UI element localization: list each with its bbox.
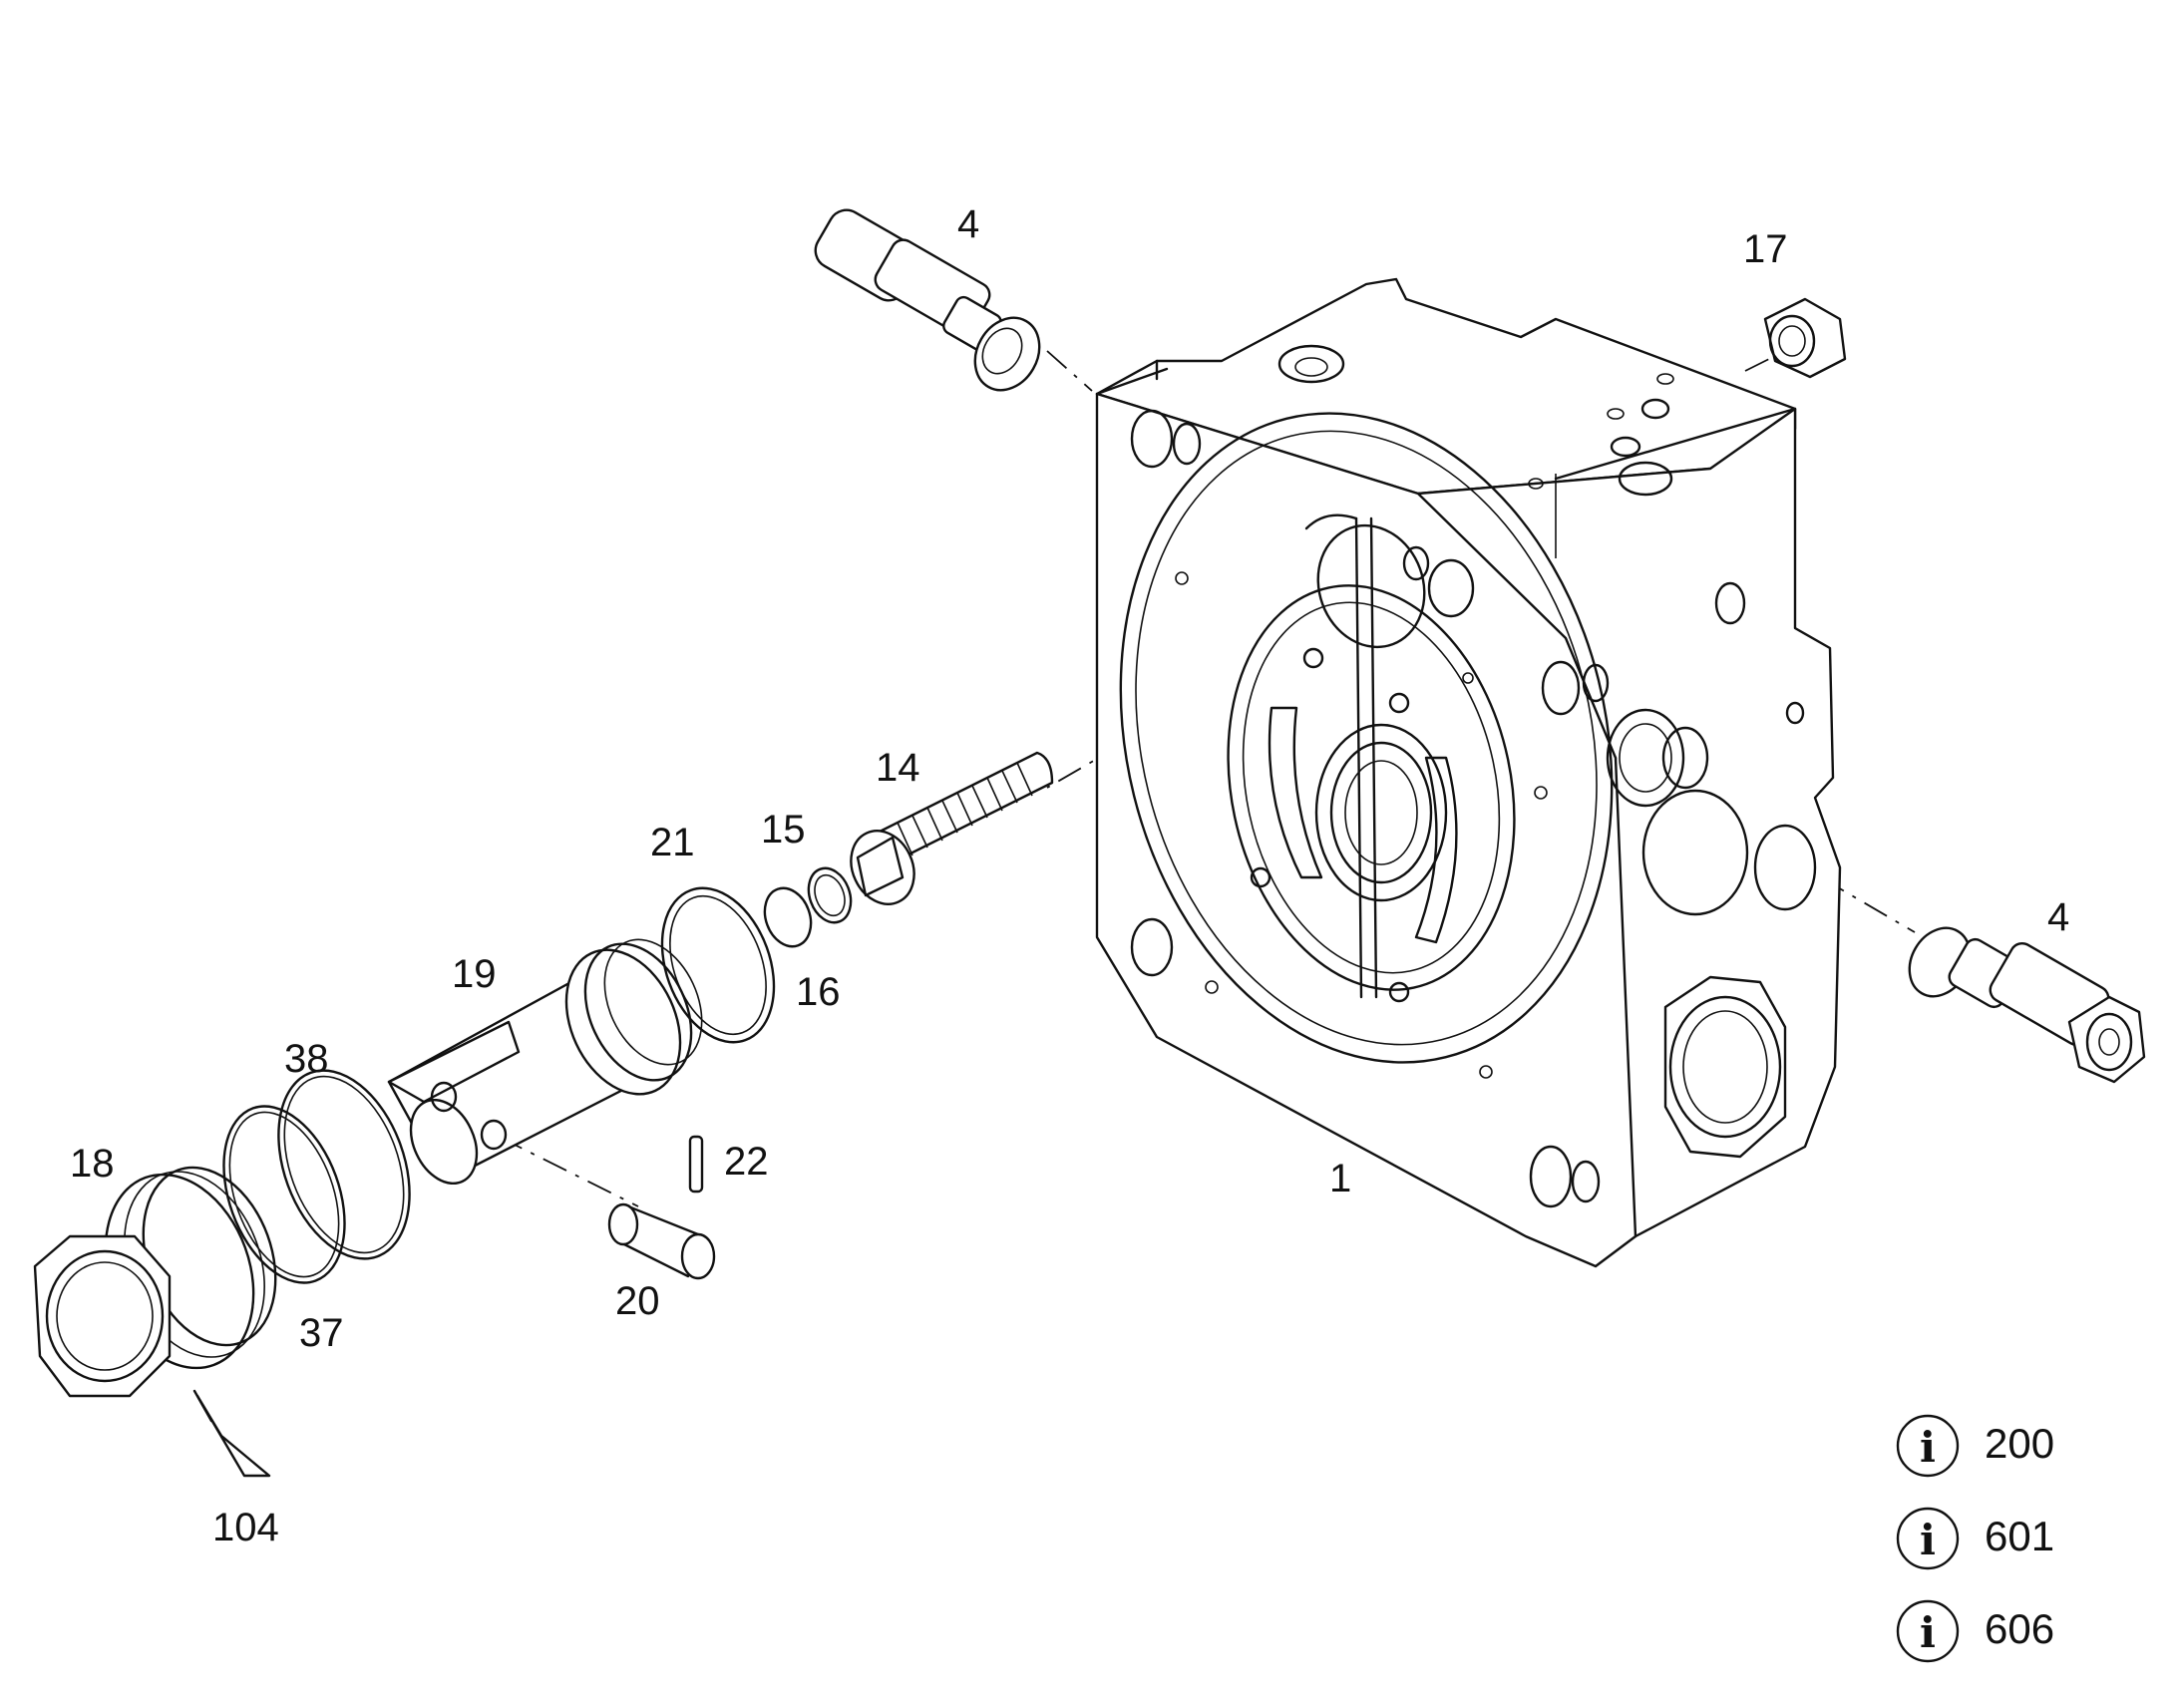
hex-nut [1763,297,1847,379]
callout-plug: 18 [70,1142,115,1186]
svg-text:i: i [1920,1423,1936,1472]
callout-nut: 17 [1743,227,1788,271]
callout-pin-22: 22 [724,1140,769,1184]
info-ref-label: 601 [1985,1513,2054,1559]
svg-text:i: i [1920,1516,1936,1564]
callout-spring: 14 [876,746,920,790]
pin-20 [607,1202,716,1280]
callout-valve-right: 4 [2047,895,2069,939]
svg-text:i: i [1920,1608,1936,1657]
callout-ring-15: 15 [761,808,806,852]
callout-labels: 1 4 4 17 14 15 16 21 19 38 37 18 22 20 1… [70,202,2069,1549]
info-ref-601[interactable]: i 601 [1896,1507,2054,1570]
piston-part [387,938,703,1186]
oring-38 [277,1069,411,1260]
callout-ring-21: 21 [650,821,695,864]
callout-ring-16: 16 [796,970,841,1014]
callout-pin-20: 20 [615,1279,660,1323]
callout-piston: 19 [452,952,497,996]
pin-22 [688,1135,704,1194]
info-circle-icon [1896,1414,1960,1478]
housing-part [1095,277,1842,1268]
valve-cartridge-top [814,208,1041,392]
plug-part [33,1166,277,1398]
info-ref-200[interactable]: i 200 [1896,1414,2054,1478]
callout-housing: 1 [1329,1157,1351,1200]
callout-oring-38: 38 [284,1037,329,1081]
valve-cartridge-right [1908,926,2146,1084]
ring-16 [807,866,853,924]
callout-sealant: 104 [212,1506,279,1549]
callout-oring-37: 37 [299,1311,344,1355]
info-circle-icon [1896,1599,1960,1663]
info-ref-label: 606 [1985,1605,2054,1652]
info-ref-606[interactable]: i 606 [1896,1599,2054,1663]
info-circle-icon [1896,1507,1960,1570]
ring-15 [763,886,813,948]
sealant-tube [192,1389,271,1478]
spring-part [850,751,1054,905]
callout-valve-top: 4 [957,202,979,246]
info-ref-label: 200 [1985,1420,2054,1467]
info-reference-list: i 200 i 601 i 606 [1896,1414,2054,1663]
oring-37 [222,1105,346,1284]
